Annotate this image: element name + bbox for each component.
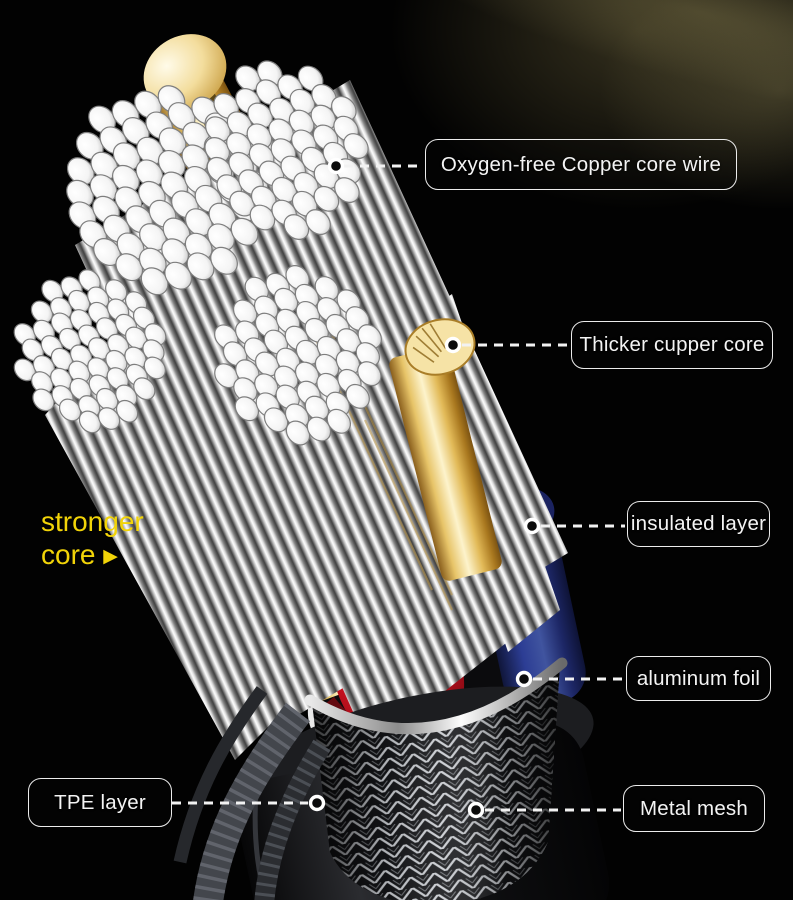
metal-mesh-braid [312,665,560,900]
label-metal-mesh: Metal mesh [623,785,765,832]
callout-dot-oxygen-free [327,157,345,175]
wire-bundles [13,60,382,446]
aluminum-foil-rim [304,657,568,735]
label-thicker-cupper-core: Thicker cupper core [571,321,773,369]
label-insulated-layer: insulated layer [627,501,770,547]
side-note-line2: core ▶ [41,538,118,570]
side-note-line1: stronger [41,506,144,537]
callout-connectors [172,164,625,812]
side-note-stronger-core: stronger core ▶ [41,506,144,572]
label-aluminum-foil: aluminum foil [626,656,771,701]
label-oxygen-free-copper-core-wire: Oxygen-free Copper core wire [425,139,737,190]
label-tpe-layer: TPE layer [28,778,172,827]
wire-bundle [214,265,382,446]
callout-dot-mesh [467,801,485,819]
callout-dots [308,157,541,819]
callout-dot-tpe [308,794,326,812]
arrow-right-icon: ▶ [103,545,118,567]
callout-dot-foil [515,670,533,688]
callout-dot-insulated [523,517,541,535]
wire-bundle [204,60,369,240]
wire-bundle [13,269,167,434]
callout-dot-thicker-core [444,336,462,354]
copper-core-thick [389,318,502,581]
